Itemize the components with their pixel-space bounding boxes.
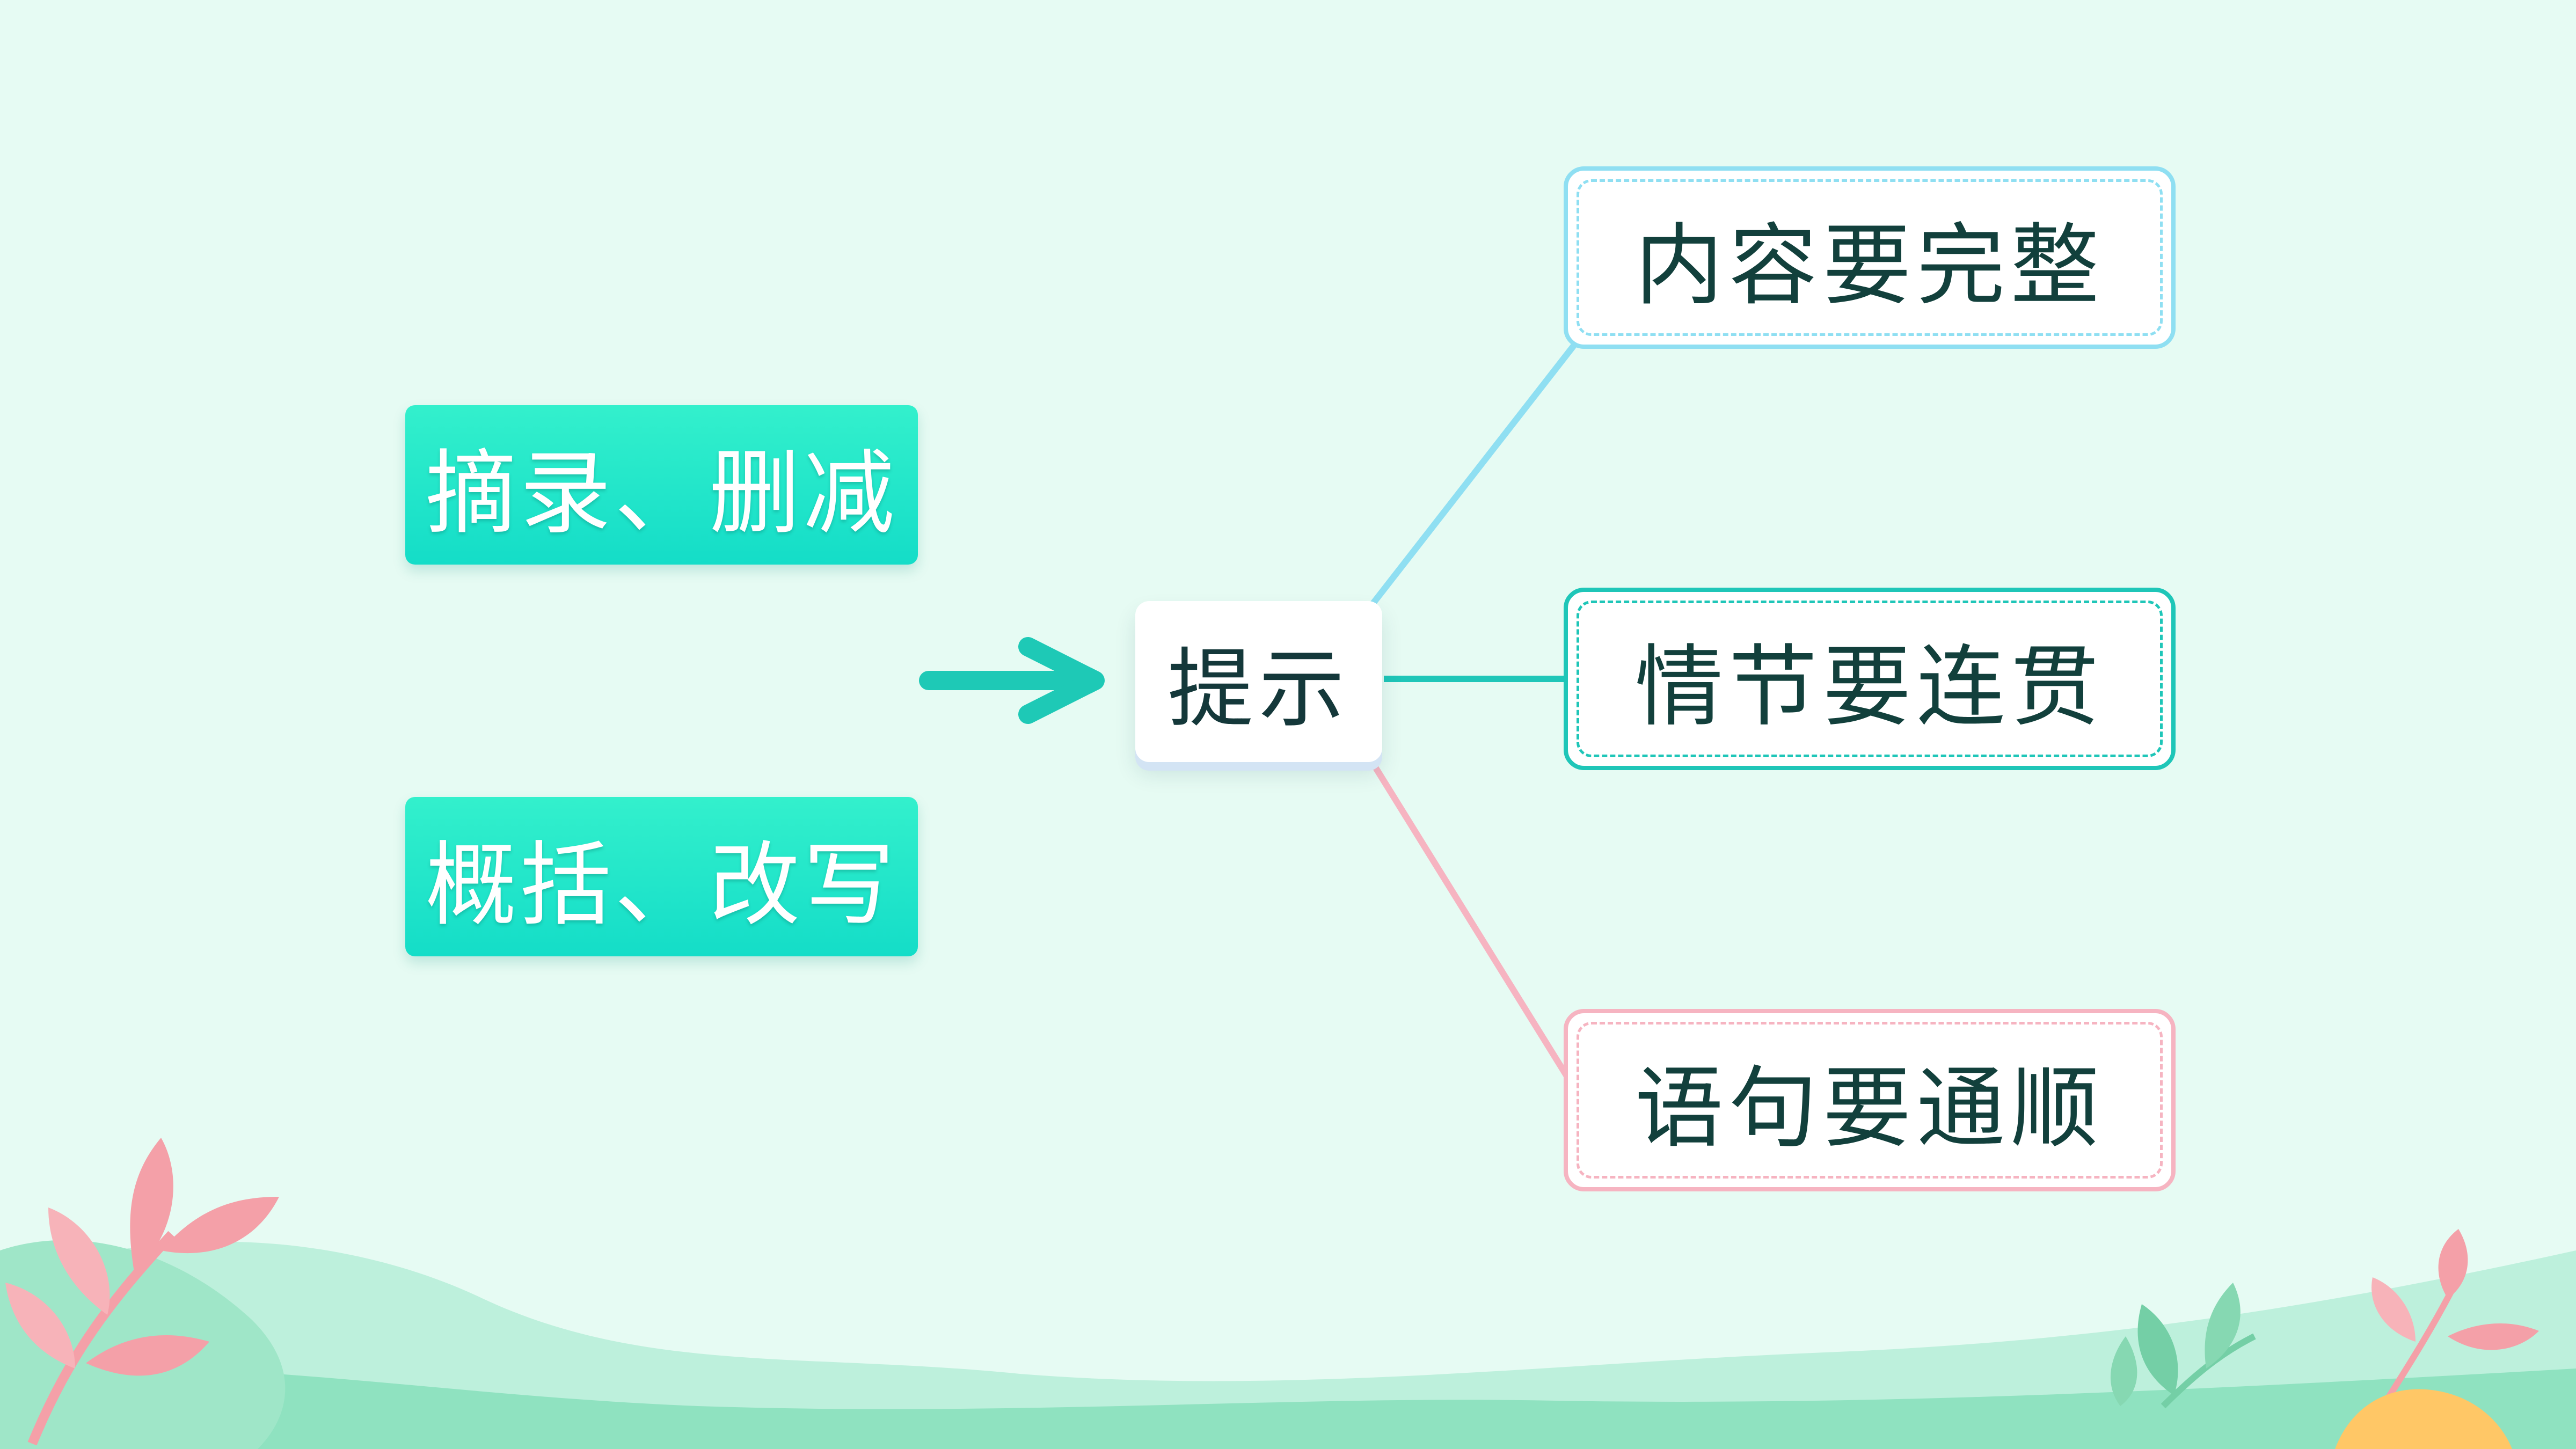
- line-to-req-3: [1368, 759, 1573, 1084]
- arrow-right-icon: [1018, 637, 1105, 724]
- pink-leaf-branch-icon: [5, 1138, 279, 1446]
- green-leaf-branch-icon: [2110, 1283, 2256, 1409]
- requirement-label: 语句要通顺: [1634, 1056, 2105, 1160]
- orange-blob: [2335, 1389, 2512, 1449]
- dashed-border: [1577, 179, 2163, 336]
- requirement-label: 情节要连贯: [1634, 635, 2105, 738]
- method-label: 摘录、删减: [425, 440, 898, 547]
- center-label: 提示: [1167, 639, 1350, 739]
- requirement-box-content: 内容要完整: [1564, 166, 2176, 349]
- method-box-summarize: 概括、改写: [405, 797, 918, 956]
- dashed-border: [1577, 601, 2163, 757]
- line-to-req-1: [1369, 341, 1578, 608]
- requirement-box-sentences: 语句要通顺: [1564, 1009, 2176, 1191]
- method-label: 概括、改写: [425, 832, 898, 939]
- hill-back: [0, 1241, 2576, 1449]
- requirement-label: 内容要完整: [1634, 214, 2105, 317]
- requirement-box-plot: 情节要连贯: [1564, 588, 2176, 770]
- hill-front: [0, 1367, 2576, 1449]
- pink-leaf-branch-right-icon: [2353, 1229, 2539, 1449]
- method-box-excerpt: 摘录、删减: [405, 405, 918, 565]
- dashed-border: [1577, 1022, 2163, 1179]
- center-node: 提示: [1135, 601, 1382, 762]
